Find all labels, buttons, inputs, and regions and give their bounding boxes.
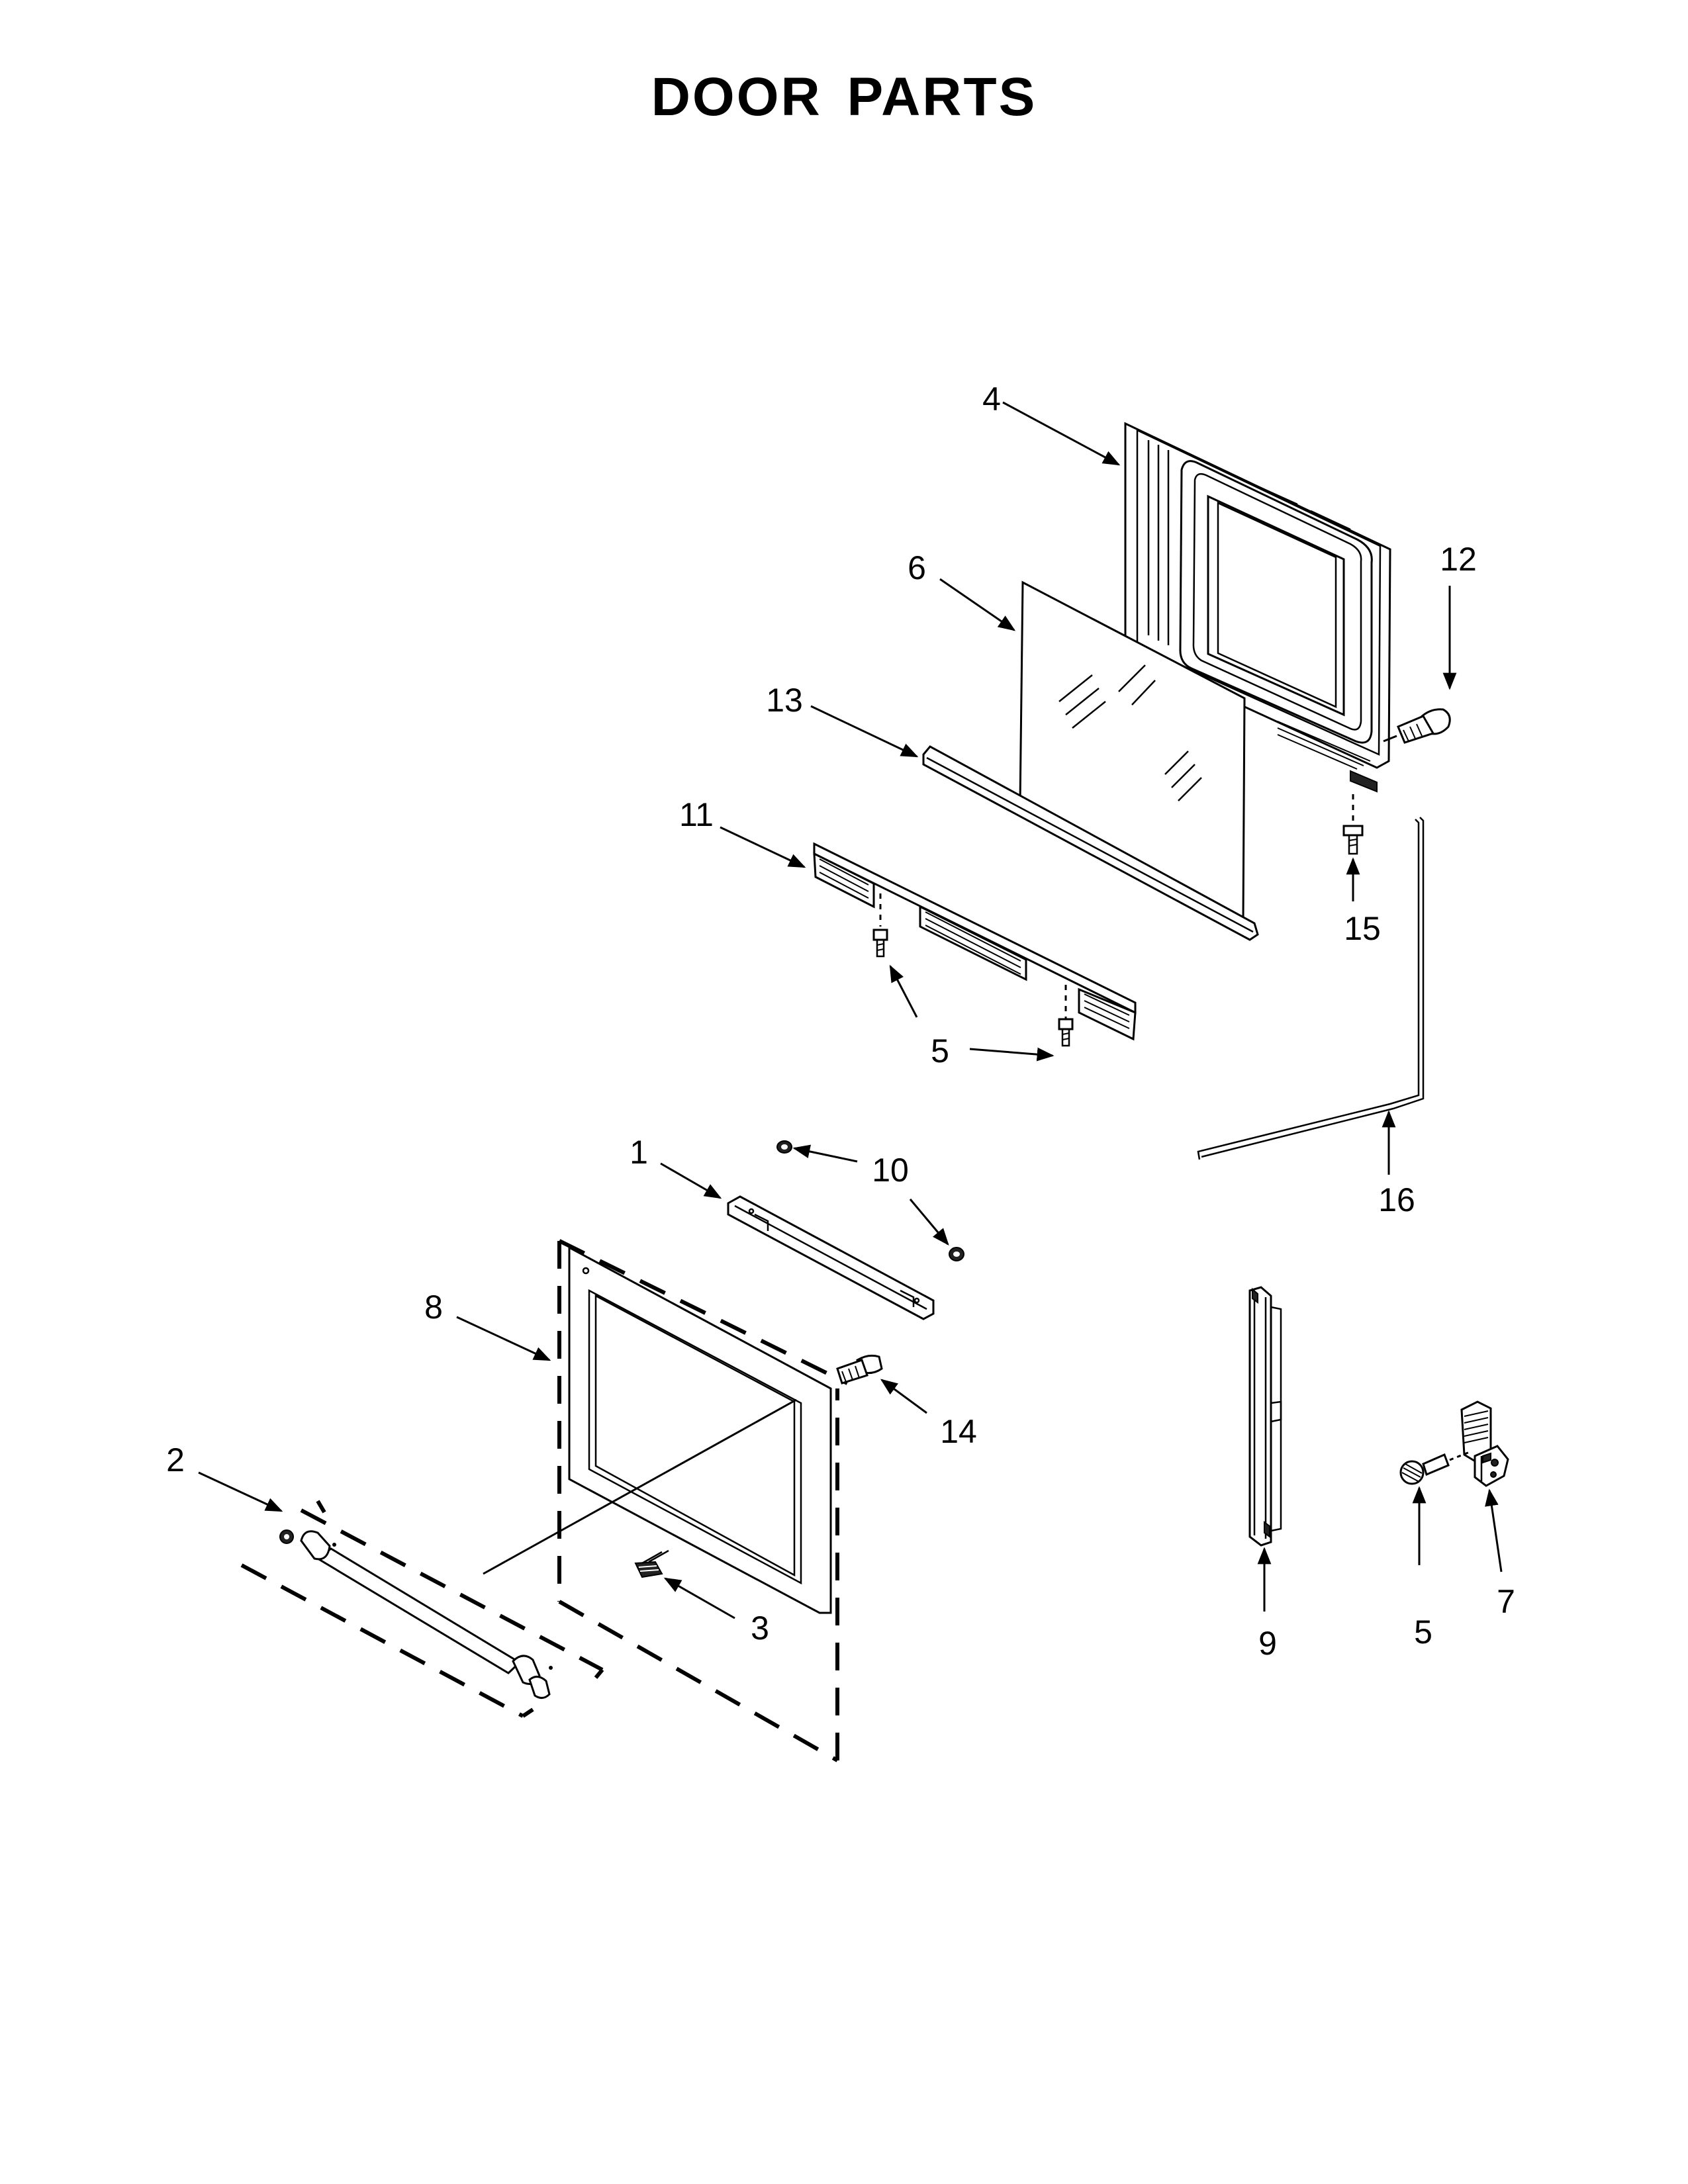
hinge-screw bbox=[1383, 708, 1451, 744]
vent-insert bbox=[634, 1549, 669, 1578]
callout-3: 3 bbox=[751, 1610, 769, 1647]
door-bottom-trim bbox=[813, 842, 1137, 1041]
callout-5-top: 5 bbox=[931, 1032, 949, 1069]
glass-retainer-strip bbox=[922, 745, 1259, 941]
door-screw-14 bbox=[836, 1354, 883, 1385]
callout-4: 4 bbox=[982, 381, 1001, 418]
hinge-screw-5 bbox=[1399, 1451, 1470, 1485]
screw-11b bbox=[1058, 1018, 1074, 1047]
callout-12: 12 bbox=[1440, 541, 1477, 578]
callout-2: 2 bbox=[166, 1441, 185, 1479]
callout-9: 9 bbox=[1258, 1625, 1277, 1662]
screw-11a bbox=[872, 929, 888, 958]
door-hinge bbox=[1460, 1400, 1509, 1487]
callout-11: 11 bbox=[679, 796, 714, 833]
callout-14: 14 bbox=[940, 1413, 977, 1450]
callout-13: 13 bbox=[766, 682, 803, 719]
callout-15: 15 bbox=[1344, 910, 1381, 947]
callout-8: 8 bbox=[424, 1289, 443, 1326]
callout-5-bottom: 5 bbox=[1414, 1614, 1432, 1651]
plug-10b bbox=[949, 1247, 964, 1261]
callout-1: 1 bbox=[630, 1134, 648, 1171]
hinge-receiver bbox=[1248, 1286, 1282, 1547]
screw-15 bbox=[1342, 794, 1364, 855]
callout-16: 16 bbox=[1378, 1181, 1415, 1218]
callout-10: 10 bbox=[872, 1152, 909, 1189]
callout-6: 6 bbox=[908, 549, 926, 586]
plug-10a bbox=[776, 1140, 792, 1154]
handle-assembly bbox=[240, 1500, 604, 1718]
page-title: DOOR PARTS bbox=[651, 67, 1037, 127]
handle-bracket bbox=[727, 1195, 935, 1320]
callout-7: 7 bbox=[1497, 1583, 1515, 1620]
outer-door-panel bbox=[483, 1239, 849, 1762]
door-gasket bbox=[1197, 817, 1425, 1160]
